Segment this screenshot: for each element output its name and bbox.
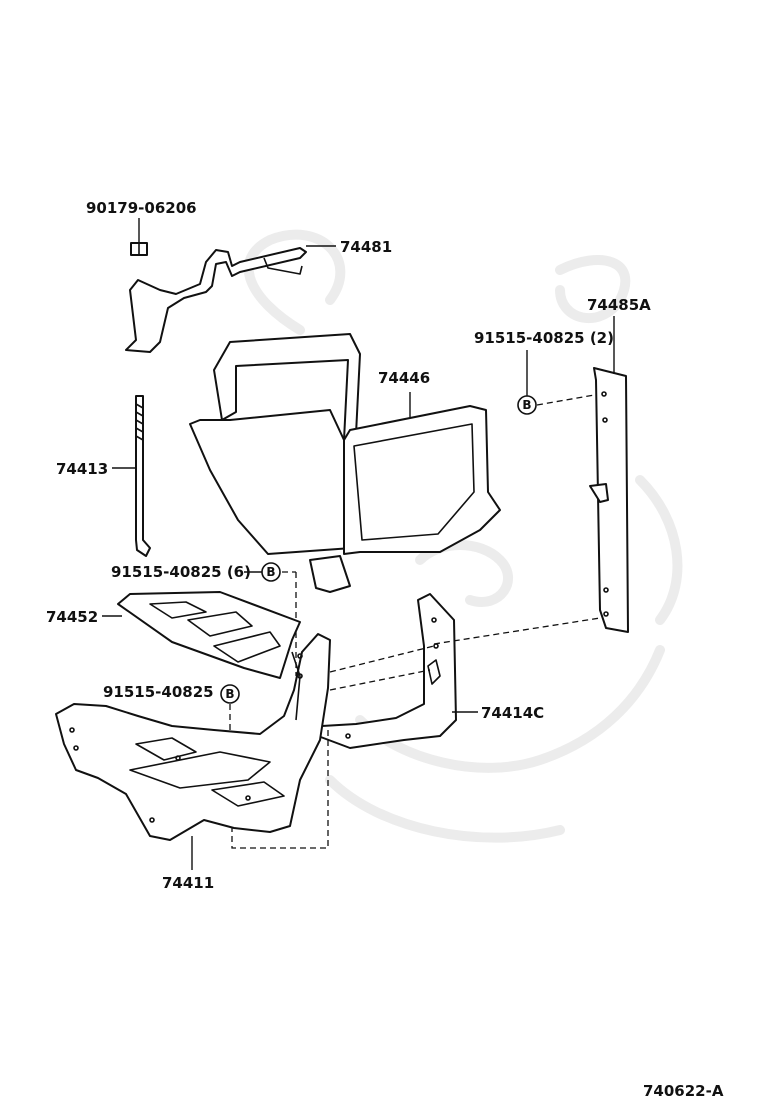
bolt-right-dashline [536, 393, 601, 406]
callout-carrier: 74446 [378, 369, 430, 387]
callout-bolt-left: 91515-40825 (6) [111, 563, 251, 581]
callout-bolt-single: 91515-40825 [103, 683, 214, 701]
callout-bracket: 74481 [340, 238, 392, 256]
svg-text:B: B [225, 687, 234, 701]
base-part [55, 633, 331, 841]
callout-rod: 74413 [56, 460, 108, 478]
bracket-part [125, 247, 307, 353]
callout-nut: 90179-06206 [86, 199, 197, 217]
base-to-stay-dashline-2 [329, 669, 431, 691]
svg-text:B: B [266, 565, 275, 579]
callout-bolt-right: 91515-40825 (2) [474, 329, 614, 347]
stay-to-plate-dashline [433, 617, 601, 645]
figure-code: 740622-A [643, 1082, 724, 1100]
stay-part [317, 593, 457, 749]
rod-part [135, 395, 151, 557]
nut-part [130, 242, 148, 256]
base-to-stay-dashline [329, 645, 435, 673]
callout-stay: 74414C [481, 704, 544, 722]
bolt-marker-single: B [220, 684, 240, 704]
callout-plate: 74485A [587, 296, 651, 314]
bolt-marker-left: B [261, 562, 281, 582]
plate-part [589, 367, 629, 633]
svg-text:B: B [522, 398, 531, 412]
callout-base: 74411 [162, 874, 214, 892]
callout-tray: 74452 [46, 608, 98, 626]
bolt-marker-right: B [517, 395, 537, 415]
tray-part [117, 591, 301, 679]
carrier-part [189, 333, 501, 593]
